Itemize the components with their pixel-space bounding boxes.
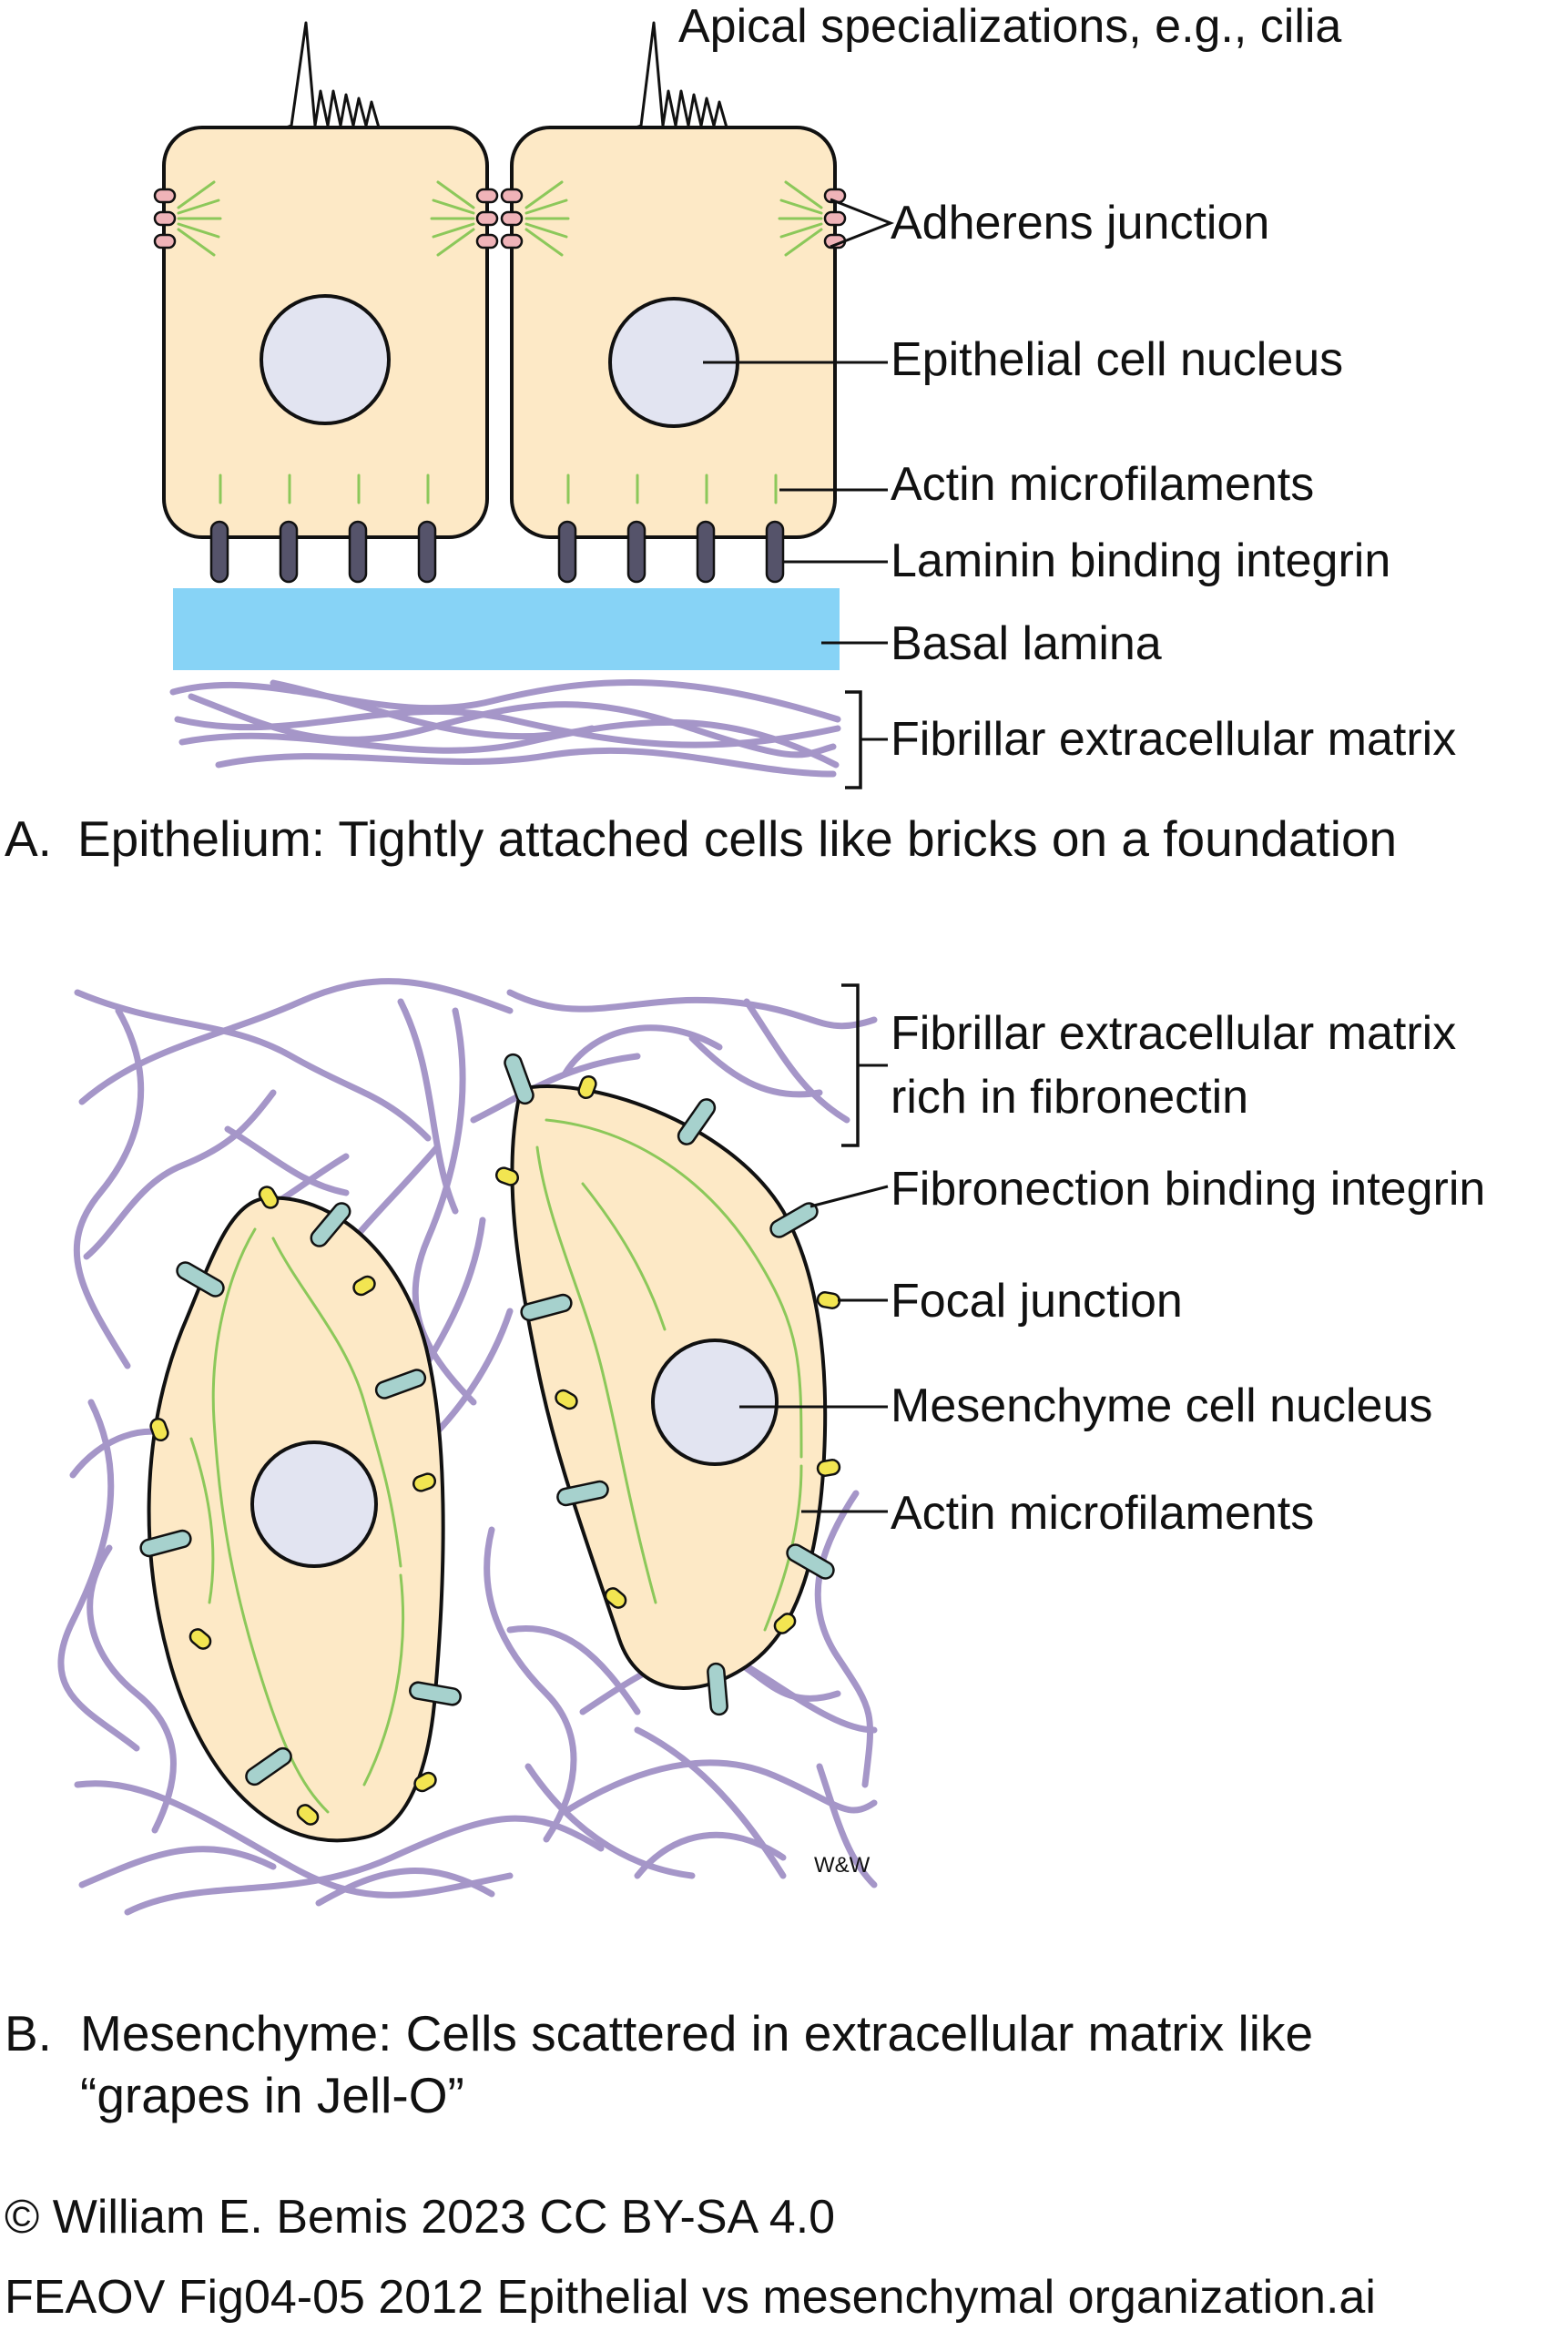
label-epithelial-nucleus: Epithelial cell nucleus	[891, 333, 1343, 386]
caption-b-line1: Mesenchyme: Cells scattered in extracell…	[80, 2005, 1313, 2061]
label-actin-microfilaments-b: Actin microfilaments	[891, 1487, 1314, 1540]
cilia-left	[280, 21, 388, 131]
label-fibrillar-matrix-a: Fibrillar extracellular matrix	[891, 713, 1456, 766]
fibronectin-integrins	[139, 1053, 835, 1786]
label-fibronectin-integrin: Fibronection binding integrin	[891, 1163, 1485, 1216]
label-laminin-integrin: Laminin binding integrin	[891, 534, 1390, 587]
focal-junctions	[149, 1074, 841, 1826]
label-apical-specializations: Apical specializations, e.g., cilia	[678, 0, 1341, 53]
fibrillar-matrix-a	[169, 679, 841, 778]
panel-a-leader-lines	[703, 198, 895, 789]
adherens-junctions	[153, 188, 847, 249]
label-basal-lamina: Basal lamina	[891, 617, 1162, 670]
filename-text: FEAOV Fig04-05 2012 Epithelial vs mesenc…	[5, 2271, 1376, 2324]
panel-a-epithelium: Apical specializations, e.g., cilia Adhe…	[5, 0, 1456, 867]
label-adherens-junction: Adherens junction	[891, 197, 1269, 249]
copyright-text: © William E. Bemis 2023 CC BY-SA 4.0	[5, 2191, 835, 2244]
artist-signature: W&W	[814, 1853, 871, 1878]
label-mesenchyme-nucleus: Mesenchyme cell nucleus	[891, 1379, 1432, 1432]
label-focal-junction: Focal junction	[891, 1275, 1183, 1328]
basal-actin-filaments	[219, 473, 778, 504]
caption-a-text: Epithelium: Tightly attached cells like …	[77, 810, 1397, 867]
mesenchyme-nucleus-right	[651, 1339, 779, 1466]
panel-b-leader-lines	[739, 983, 889, 1513]
adherens-actin-fans	[177, 180, 823, 257]
epithelial-nucleus-left	[260, 294, 391, 425]
caption-b-letter: B.	[5, 2005, 52, 2061]
laminin-integrins	[209, 520, 785, 584]
panel-b-mesenchyme: Fibrillar extracellular matrix rich in f…	[5, 978, 1485, 2123]
caption-b-line2: “grapes in Jell-O”	[80, 2067, 464, 2123]
label-fibrillar-matrix-b-line1: Fibrillar extracellular matrix	[891, 1007, 1456, 1060]
label-actin-microfilaments-a: Actin microfilaments	[891, 458, 1314, 511]
label-fibrillar-matrix-b-line2: rich in fibronectin	[891, 1071, 1248, 1124]
basal-lamina	[173, 588, 840, 670]
mesenchyme-nucleus-left	[250, 1440, 378, 1568]
caption-a-letter: A.	[5, 810, 52, 867]
